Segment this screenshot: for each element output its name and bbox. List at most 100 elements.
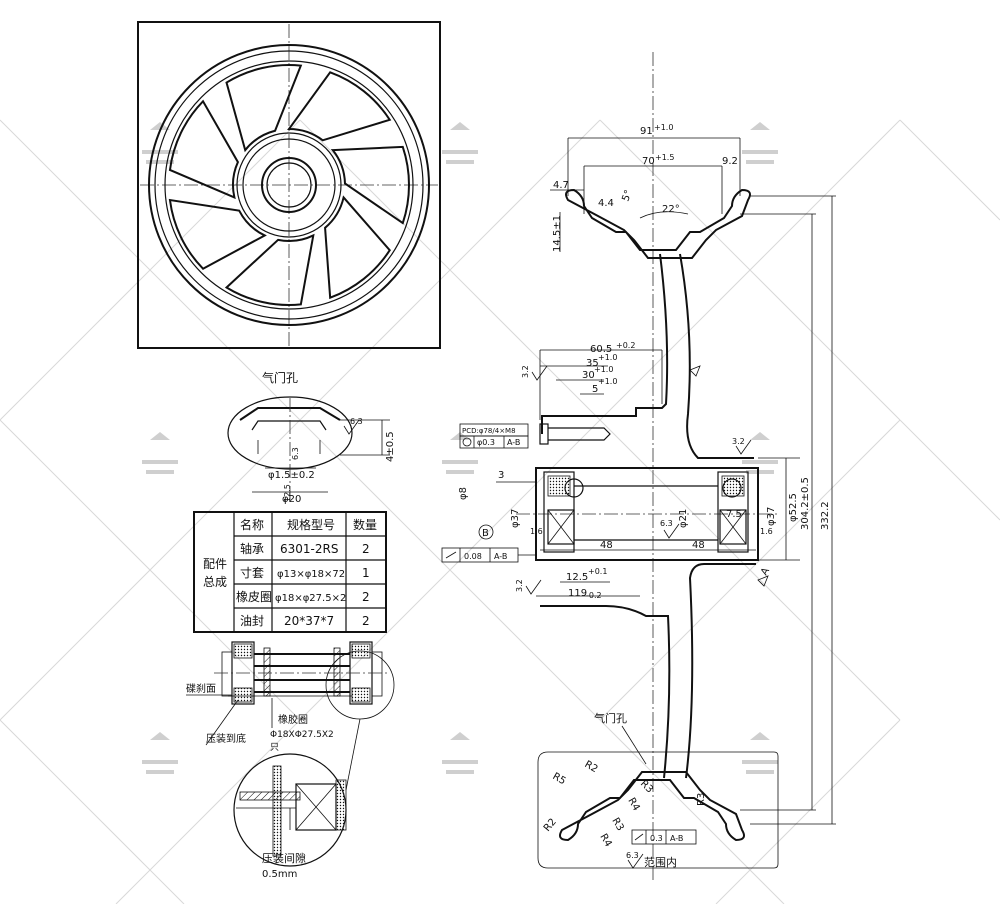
r3b: R3 — [609, 816, 625, 833]
dim-phi21: φ21 — [678, 509, 689, 528]
table-row-2-spec: φ13×φ18×72 — [277, 569, 345, 580]
dim-phi37-r: φ37 — [766, 507, 777, 526]
fv-dim-12-5: 12.5 — [283, 484, 292, 502]
rubber-spec-1: Φ18XΦ27.5X2 — [270, 730, 334, 740]
watermark-pattern — [0, 119, 1000, 904]
spoke-window — [168, 99, 240, 200]
rough-3-2-top: 3.2 — [521, 365, 530, 378]
dim-30: 30 — [582, 370, 595, 381]
wheel-cross-section: 91 +1.0 70 +1.5 9.2 4.7 4.4 5° 22° 14.5±… — [441, 52, 836, 880]
face-label: 碟刹面 — [186, 682, 216, 695]
dim-phi37: φ37 — [510, 509, 521, 528]
spoke-window — [330, 145, 410, 225]
runout-tol: 0.08 — [464, 552, 482, 561]
rough-6-3: 6.3 — [626, 851, 639, 860]
dim-4-4: 4.4 — [598, 198, 614, 209]
valve-hole-label-2: 气门孔 — [594, 711, 627, 725]
spoke-window — [168, 198, 267, 270]
spoke-window — [324, 195, 391, 300]
dim-1-6: 1.6 — [530, 527, 543, 536]
dim-70-tol: +1.5 — [655, 153, 674, 162]
dim-48-r: 48 — [692, 540, 705, 551]
r4: R4 — [625, 796, 641, 813]
hub-assembly-section: 碟刹面 压装到底 橡胶圈 Φ18XΦ27.5X2 只 — [186, 641, 395, 753]
dim-30-tol: +1.0 — [594, 365, 613, 374]
r5: R5 — [551, 771, 568, 787]
dim-5: 5 — [592, 384, 598, 395]
table-row-2-name: 寸套 — [240, 566, 264, 580]
table-row-4-qty: 2 — [362, 614, 370, 628]
dim-22deg: 22° — [662, 204, 680, 215]
table-row-1-name: 轴承 — [240, 541, 264, 556]
dim-60-5-tol: +0.2 — [616, 341, 635, 350]
dim-91-tol: +1.0 — [654, 123, 673, 132]
datum-ab-1: A-B — [507, 438, 520, 447]
fv-dim-height: 4±0.5 — [385, 431, 396, 462]
r3c: R3 — [696, 793, 707, 806]
press-label: 压装到底 — [206, 732, 246, 745]
dim-35-tol: +1.0 — [598, 353, 617, 362]
dim-phi52-5: φ52.5 — [788, 493, 799, 522]
datum-a: A — [759, 566, 772, 578]
dim-1-6-r: 1.6 — [760, 527, 773, 536]
table-row-3-spec: φ18×φ27.5×2 — [275, 593, 346, 604]
table-header-name: 名称 — [240, 517, 264, 532]
dim-9-2: 9.2 — [722, 156, 738, 167]
table-row-4-spec: 20*37*7 — [284, 614, 334, 628]
datum-b: B — [482, 528, 489, 539]
table-row-2-qty: 1 — [362, 566, 370, 580]
valve-hole-label: 气门孔 — [262, 370, 298, 385]
r2b: R2 — [542, 817, 559, 834]
dim-12-5-tol: +0.1 — [588, 567, 607, 576]
gap-detail: 压装间隙 0.5mm — [233, 718, 361, 880]
fv-dim-small: 6.3 — [291, 447, 300, 460]
fv-dim-hole: φ1.5±0.2 — [268, 470, 315, 481]
spoke-window — [287, 71, 392, 142]
table-header-qty: 数量 — [353, 517, 377, 532]
pos-tol: φ0.3 — [477, 438, 495, 447]
dim-7-5: 7.5 — [726, 509, 742, 520]
dim-119: 119 — [568, 588, 587, 599]
gap-label: 压装间隙 — [262, 851, 306, 865]
datum-ab-3: A-B — [670, 834, 683, 843]
dim-4-7: 4.7 — [553, 180, 569, 191]
rubber-label: 橡胶圈 — [278, 713, 308, 726]
dim-60-5: 60.5 — [590, 344, 612, 355]
dim-5-tol: +1.0 — [598, 377, 617, 386]
fv-surface-mark: 6.3 — [350, 417, 363, 426]
valve-hole-detail: 气门孔 6.3 4±0.5 6.3 φ1.5±0.2 12.5 φ20 — [227, 370, 396, 505]
table-row-4-name: 油封 — [240, 614, 264, 628]
dim-119-tol: -0.2 — [586, 591, 602, 600]
range-label: 范围内 — [644, 855, 677, 869]
dim-12-5: 12.5 — [566, 572, 588, 583]
spoke-window — [225, 64, 303, 153]
wheel-spokes — [168, 64, 410, 306]
dim-phi8: φ8 — [458, 487, 469, 500]
fv-dim-phi20: φ20 — [282, 494, 301, 505]
dim-5deg: 5° — [620, 189, 634, 203]
dim-70: 70 — [642, 156, 655, 167]
table-header-spec: 规格型号 — [287, 517, 335, 532]
table-group-label-2: 总成 — [203, 575, 227, 589]
parts-table: 配件 总成 名称 规格型号 数量 轴承 6301-2RS 2 寸套 φ13×φ1… — [193, 511, 387, 633]
dim-48-l: 48 — [600, 540, 613, 551]
table-row-3-name: 橡皮圈 — [236, 590, 272, 604]
table-row-1-spec: 6301-2RS — [280, 542, 338, 556]
profile-tol: 0.3 — [650, 834, 663, 843]
dim-332: 332.2 — [820, 501, 831, 530]
rough-3-2-bottom: 3.2 — [515, 579, 524, 592]
dim-91: 91 — [640, 126, 653, 137]
dim-3: 3 — [498, 470, 504, 481]
surface-6-3: 6.3 — [660, 519, 673, 528]
rubber-spec-2: 只 — [270, 743, 279, 753]
wheel-face-view — [137, 21, 441, 349]
rough-3-2-r: 3.2 — [732, 437, 745, 446]
datum-ab-2: A-B — [494, 552, 507, 561]
gap-value: 0.5mm — [262, 869, 297, 880]
dim-304: 304.2±0.5 — [800, 477, 811, 530]
table-group-label-1: 配件 — [203, 557, 227, 571]
r4b: R4 — [597, 832, 613, 849]
dim-35: 35 — [586, 358, 599, 369]
table-row-3-qty: 2 — [362, 590, 370, 604]
